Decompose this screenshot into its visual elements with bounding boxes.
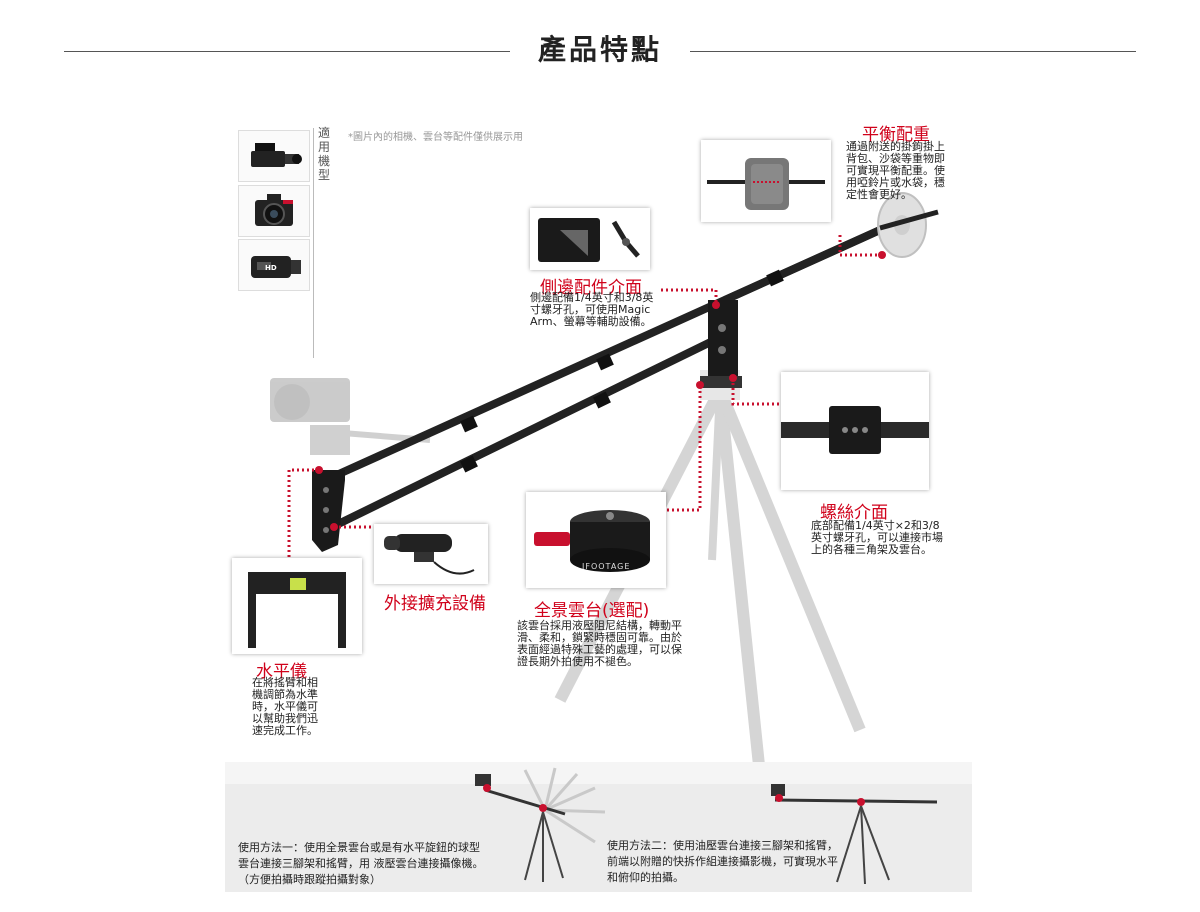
leader-panorama (667, 390, 702, 512)
leader-level (287, 468, 319, 560)
jib-counter-tube (723, 226, 882, 304)
models-label: 適 用 機 型 (318, 126, 331, 182)
camcorder-pro-thumb (238, 130, 310, 182)
side-mount-desc: 側邊配備1/4英寸和3/8英寸螺牙孔，可使用Magic Arm、螢幕等輔助設備。 (530, 291, 654, 328)
panorama-desc: 該雲台採用液壓阻尼結構，轉動平滑、柔和，鎖緊時穩固可靠。由於表面經過特殊工藝的處… (517, 619, 682, 668)
jib-lower-tube (326, 331, 729, 532)
usage-method-1: 使用方法一：使用全景雲台或是有水平旋鈕的球型 雲台連接三腳架和搖臂，用 液壓雲台… (238, 841, 484, 886)
external-mic-photo (374, 524, 488, 584)
spirit-level-title: 水平儀 (256, 662, 307, 682)
leader-screw (731, 378, 781, 406)
camera-illustration (270, 378, 431, 455)
external-accessory-title: 外接擴充設備 (384, 594, 486, 614)
handycam-thumb: HD (238, 239, 310, 291)
usage-method-2: 使用方法二：使用油壓雲台連接三腳架和搖臂， 前端以附贈的快拆作組連接攝影機，可實… (607, 839, 838, 884)
side-mount-title: 側邊配件介面 (540, 278, 642, 298)
usage-band-top (225, 762, 972, 784)
panorama-brand: IFOOTAGE (582, 562, 631, 571)
method2-rig-illustration (771, 784, 938, 885)
leader-side-mount (661, 288, 718, 305)
header-rule-right (690, 51, 1136, 52)
image-disclaimer: *圖片內的相機、雲台等配件僅供展示用 (348, 132, 523, 143)
screw-interface-desc: 底部配備1/4英寸×2和3/8英寸螺牙孔，可以連接市場上的各種三角架及雲台。 (811, 519, 943, 556)
spirit-level-photo (232, 558, 362, 654)
screw-interface-photo (781, 372, 929, 490)
panorama-head-photo: IFOOTAGE (526, 492, 666, 588)
models-divider (313, 128, 314, 358)
header-rule-left (64, 51, 510, 52)
dslr-thumb (238, 185, 310, 237)
pivot-mount (708, 300, 738, 384)
screw-interface-title: 螺絲介面 (820, 503, 888, 523)
counterweight-title: 平衡配重 (862, 125, 930, 145)
leader-counterweight (838, 232, 882, 257)
usage-illustrations (475, 767, 938, 885)
side-mount-photo (530, 208, 650, 270)
counterweight-desc: 通過附送的掛鉤掛上背包、沙袋等重物即可實現平衡配重。使用啞鈴片或水袋，穩定性會更… (846, 140, 945, 201)
counterweight-photo (701, 140, 831, 222)
method1-rig-illustration (475, 767, 606, 882)
hd-badge: HD (265, 264, 277, 272)
page-title: 產品特點 (537, 33, 662, 66)
panorama-title: 全景雲台(選配) (534, 601, 650, 621)
spirit-level-desc: 在將搖臂和相機調節為水準時，水平儀可以幫助我們迅速完成工作。 (252, 676, 318, 737)
